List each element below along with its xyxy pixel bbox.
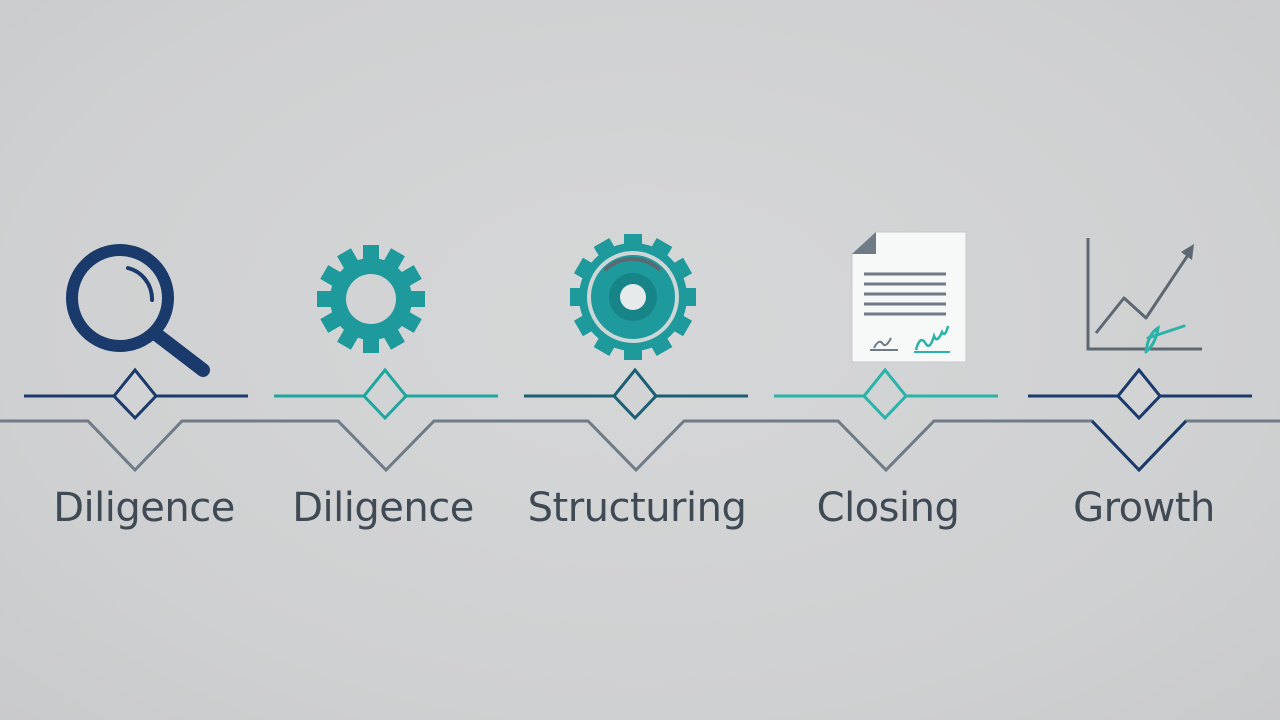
signed-document-icon	[851, 231, 967, 363]
milestone-diamond	[862, 367, 908, 421]
magnifying-glass-icon	[66, 244, 210, 377]
stage-connector-3	[524, 367, 748, 421]
stage-label-2: Diligence	[292, 485, 474, 531]
stage-label-1: Diligence	[53, 485, 235, 531]
milestone-diamond	[1116, 367, 1162, 421]
stage-connector-2	[274, 367, 498, 421]
timeline-baseline-accent	[1090, 419, 1188, 473]
growth-chart-icon	[1086, 238, 1202, 354]
milestone-diamond	[612, 367, 658, 421]
stage-label-3: Structuring	[527, 485, 747, 531]
timeline-baseline	[0, 419, 1280, 473]
milestone-diamond	[362, 367, 408, 421]
milestone-diamond	[112, 367, 158, 421]
stage-connector-4	[774, 367, 998, 421]
gear-icon	[317, 245, 425, 353]
stage-connector-1	[24, 367, 248, 421]
target-gear-icon	[570, 234, 696, 360]
stage-label-5: Growth	[1073, 485, 1215, 531]
stage-label-4: Closing	[816, 485, 960, 531]
stage-connector-5	[1028, 367, 1252, 421]
